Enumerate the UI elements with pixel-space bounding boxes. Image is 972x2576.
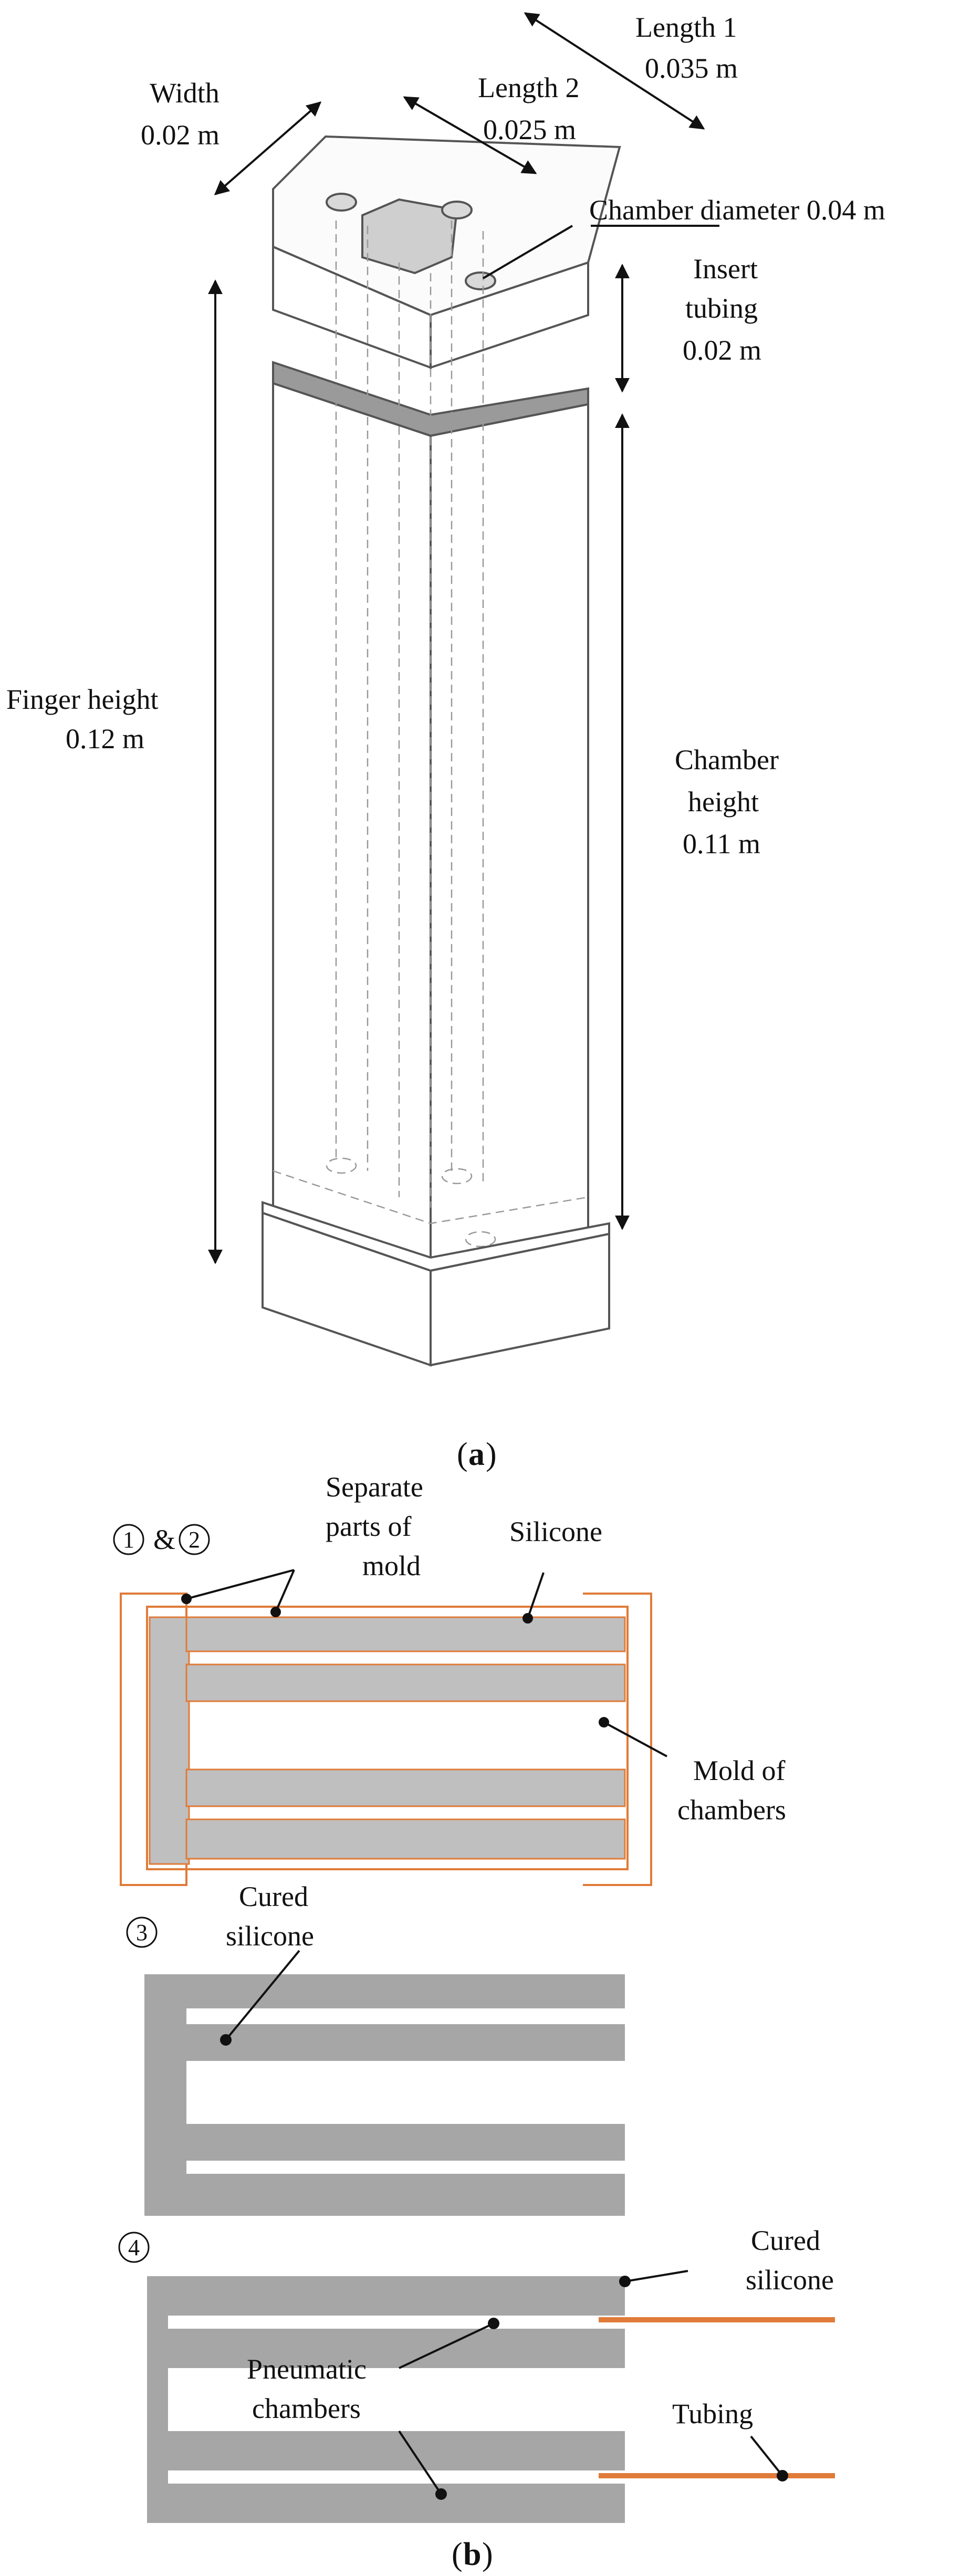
label-chamber-height-1: Chamber bbox=[675, 744, 779, 776]
dimension-arrows bbox=[208, 12, 719, 1264]
caption-b-open: ( bbox=[452, 2537, 463, 2572]
hidden-chambers bbox=[273, 221, 589, 1248]
label-chamber-diameter: Chamber diameter 0.04 m bbox=[589, 194, 885, 226]
label-silicone: Silicone bbox=[509, 1516, 602, 1547]
label-width-name: Width bbox=[150, 77, 220, 109]
caption-a-open: ( bbox=[457, 1437, 468, 1472]
silicone-finger-3 bbox=[185, 1768, 626, 1807]
label-insert-tubing-2: tubing bbox=[685, 292, 758, 324]
label-mold-chambers-1: Mold of bbox=[693, 1755, 786, 1786]
body-side bbox=[430, 403, 589, 1277]
mold-right-part bbox=[583, 1593, 652, 1886]
label-pneumatic-2: chambers bbox=[252, 2393, 361, 2424]
label-length2-value: 0.025 m bbox=[483, 114, 576, 145]
step-2: 2 bbox=[189, 1527, 200, 1553]
silicone-back bbox=[149, 1616, 190, 1865]
leaders-step-1-2 bbox=[181, 1569, 667, 1757]
cap-hole-1 bbox=[326, 193, 357, 212]
step-4: 4 bbox=[128, 2235, 140, 2260]
label-insert-tubing-1: Insert bbox=[693, 253, 758, 285]
label-cured-3-1: Cured bbox=[239, 1881, 308, 1912]
step-3-marker: 3 bbox=[126, 1917, 158, 1948]
cap-inlet bbox=[361, 198, 458, 275]
finger-body-3d bbox=[262, 135, 621, 1367]
cap-hole-3 bbox=[465, 271, 496, 290]
base-side bbox=[430, 1232, 610, 1367]
arrow-length1 bbox=[524, 12, 705, 130]
step-4-marker: 4 bbox=[118, 2232, 150, 2263]
label-separate-2: parts of bbox=[326, 1511, 411, 1542]
panel-a: Length 1 0.035 m Width 0.02 m Length 2 0… bbox=[6, 12, 885, 1472]
label-cured-4-1: Cured bbox=[751, 2225, 820, 2256]
arrow-width bbox=[214, 101, 322, 195]
silicone-finger-4 bbox=[185, 1818, 626, 1860]
label-finger-height-1: Finger height bbox=[6, 684, 158, 715]
step-1-2-markers: 1 & 2 bbox=[113, 1524, 210, 1555]
mold-assembly bbox=[120, 1593, 652, 1886]
label-chamber-height-2: height bbox=[688, 786, 759, 818]
leaders-step-4 bbox=[398, 2270, 788, 2500]
label-width-value: 0.02 m bbox=[141, 119, 220, 151]
cap-hole-2 bbox=[441, 201, 473, 219]
cap-side bbox=[430, 261, 589, 369]
label-length2-name: Length 2 bbox=[478, 72, 579, 103]
label-cured-3-2: silicone bbox=[226, 1920, 314, 1952]
silicone-finger-1 bbox=[185, 1616, 626, 1652]
arrow-length2 bbox=[403, 96, 537, 174]
panel-b: 1 & 2 bbox=[113, 1471, 835, 2572]
leader-chamber-diameter bbox=[482, 225, 573, 279]
label-tubing: Tubing bbox=[672, 2398, 753, 2430]
label-length1-name: Length 1 bbox=[635, 12, 737, 43]
mold-frame bbox=[146, 1606, 629, 1870]
label-insert-tubing-3: 0.02 m bbox=[683, 334, 761, 366]
step-3: 3 bbox=[136, 1920, 148, 1945]
label-chamber-height-3: 0.11 m bbox=[683, 828, 760, 860]
label-cured-4-2: silicone bbox=[746, 2264, 834, 2296]
caption-b-letter: b bbox=[463, 2537, 481, 2572]
label-separate-1: Separate bbox=[326, 1471, 423, 1503]
body-front bbox=[272, 382, 432, 1277]
label-length1-value: 0.035 m bbox=[645, 53, 738, 84]
label-pneumatic-1: Pneumatic bbox=[247, 2353, 367, 2385]
silicone-finger-2 bbox=[185, 1663, 626, 1702]
label-mold-chambers-2: chambers bbox=[677, 1794, 786, 1826]
caption-b-close: ) bbox=[482, 2537, 493, 2572]
cured-silicone-3 bbox=[144, 1974, 625, 2216]
step-amp: & bbox=[153, 1524, 175, 1555]
step-1: 1 bbox=[123, 1527, 134, 1553]
label-finger-height-2: 0.12 m bbox=[66, 723, 144, 755]
cured-silicone-4 bbox=[147, 2276, 625, 2523]
label-separate-3: mold bbox=[362, 1550, 421, 1582]
caption-a-letter: a bbox=[468, 1437, 485, 1472]
leader-step-3 bbox=[220, 1950, 300, 2046]
caption-a-close: ) bbox=[486, 1437, 497, 1472]
